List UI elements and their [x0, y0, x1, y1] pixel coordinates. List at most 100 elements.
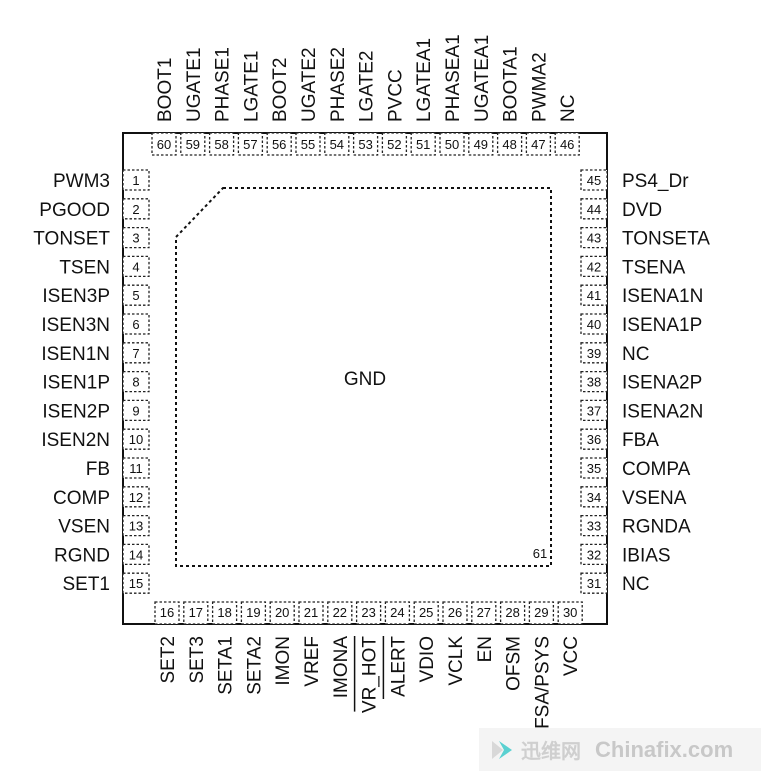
pin-label-isen1n: ISEN1N [41, 344, 110, 365]
pin-number: 20 [275, 605, 289, 620]
pin-number: 10 [129, 432, 143, 447]
pin-11: 11 FB [86, 457, 150, 480]
pin-label-fb: FB [86, 459, 110, 480]
pin-number: 5 [132, 288, 139, 303]
pin-label-rgnd: RGND [54, 545, 110, 566]
pin-label-boot2: BOOT2 [270, 58, 291, 122]
pin-number: 18 [217, 605, 231, 620]
pin-42: 42 TSENA [580, 255, 686, 278]
pin-label-isena2n: ISENA2N [622, 401, 703, 422]
pin-number: 17 [189, 605, 203, 620]
pin-number: 42 [587, 259, 601, 274]
pin-label-seta2: SETA2 [244, 636, 265, 695]
pin-pad [525, 132, 552, 156]
pin-label-vcc: VCC [561, 636, 582, 676]
pin-pad [295, 132, 321, 156]
pin-label-isena1n: ISENA1N [622, 286, 703, 307]
watermark: 迅维网 Chinafix.com [479, 728, 761, 771]
pin-label-imon: IMON [273, 636, 294, 686]
pin-number: 38 [587, 375, 601, 390]
pin-number: 60 [157, 137, 171, 152]
pin-label-tsena: TSENA [622, 257, 686, 278]
chip-body [122, 132, 608, 625]
pin-pad [554, 132, 580, 156]
pin-label-vref: VREF [302, 636, 323, 687]
pin-pad [580, 255, 608, 278]
pin-number: 14 [129, 547, 143, 562]
pin-pad [122, 514, 150, 537]
pin-label-boota1: BOOTA1 [501, 46, 522, 122]
pin-number: 49 [474, 137, 488, 152]
pin-number: 44 [587, 202, 601, 217]
pin-label-nc: NC [622, 574, 649, 595]
pin-number: 9 [132, 403, 139, 418]
pin-pad [266, 132, 292, 156]
pin-number: 7 [132, 346, 139, 361]
pin-number: 54 [330, 137, 344, 152]
pin-label-imona: IMONA [331, 636, 352, 699]
pin-number: 43 [587, 231, 601, 246]
pin-pad [122, 226, 150, 249]
pin-number: 15 [129, 576, 143, 591]
pin-pad [580, 514, 608, 537]
pin-pad [381, 132, 408, 156]
pin-pad [180, 132, 206, 156]
pin-pad [122, 486, 150, 508]
pin-number: 11 [129, 461, 143, 476]
pin-pad [413, 601, 439, 625]
pin-number: 51 [416, 137, 430, 152]
pin-number: 28 [505, 605, 519, 620]
pin-label-rgnda: RGNDA [622, 517, 691, 538]
watermark-en-text: Chinafix.com [595, 736, 734, 762]
pin-label-pwma2: PWMA2 [529, 52, 550, 122]
pin-number: 13 [129, 519, 143, 534]
pin-37: 37 ISENA2N [580, 399, 703, 422]
pin-number: 21 [304, 605, 318, 620]
pin-label-pgood: PGOOD [39, 200, 110, 221]
pin-pad [580, 198, 608, 220]
pin-pad [355, 601, 382, 625]
pin-number: 48 [502, 137, 516, 152]
pin-number: 22 [333, 605, 347, 620]
pin-number: 52 [387, 137, 401, 152]
pin-label-ofsa-psys: OFSA/PSYS [532, 636, 553, 744]
pin-number: 4 [132, 259, 139, 274]
pin-7: 7 ISEN1N [41, 342, 150, 365]
pin-pad [528, 601, 555, 625]
pin-pad [580, 428, 608, 450]
pin-pad [208, 132, 235, 156]
pin-label-lgate1: LGATE1 [241, 51, 262, 122]
pin-pad [580, 572, 608, 594]
pin-pad [580, 543, 608, 566]
pin-pad [471, 601, 497, 625]
pin-number: 31 [587, 576, 601, 591]
pin-pad [122, 313, 150, 335]
pin-label-isen2n: ISEN2N [41, 430, 110, 451]
pin-number: 37 [587, 403, 601, 418]
